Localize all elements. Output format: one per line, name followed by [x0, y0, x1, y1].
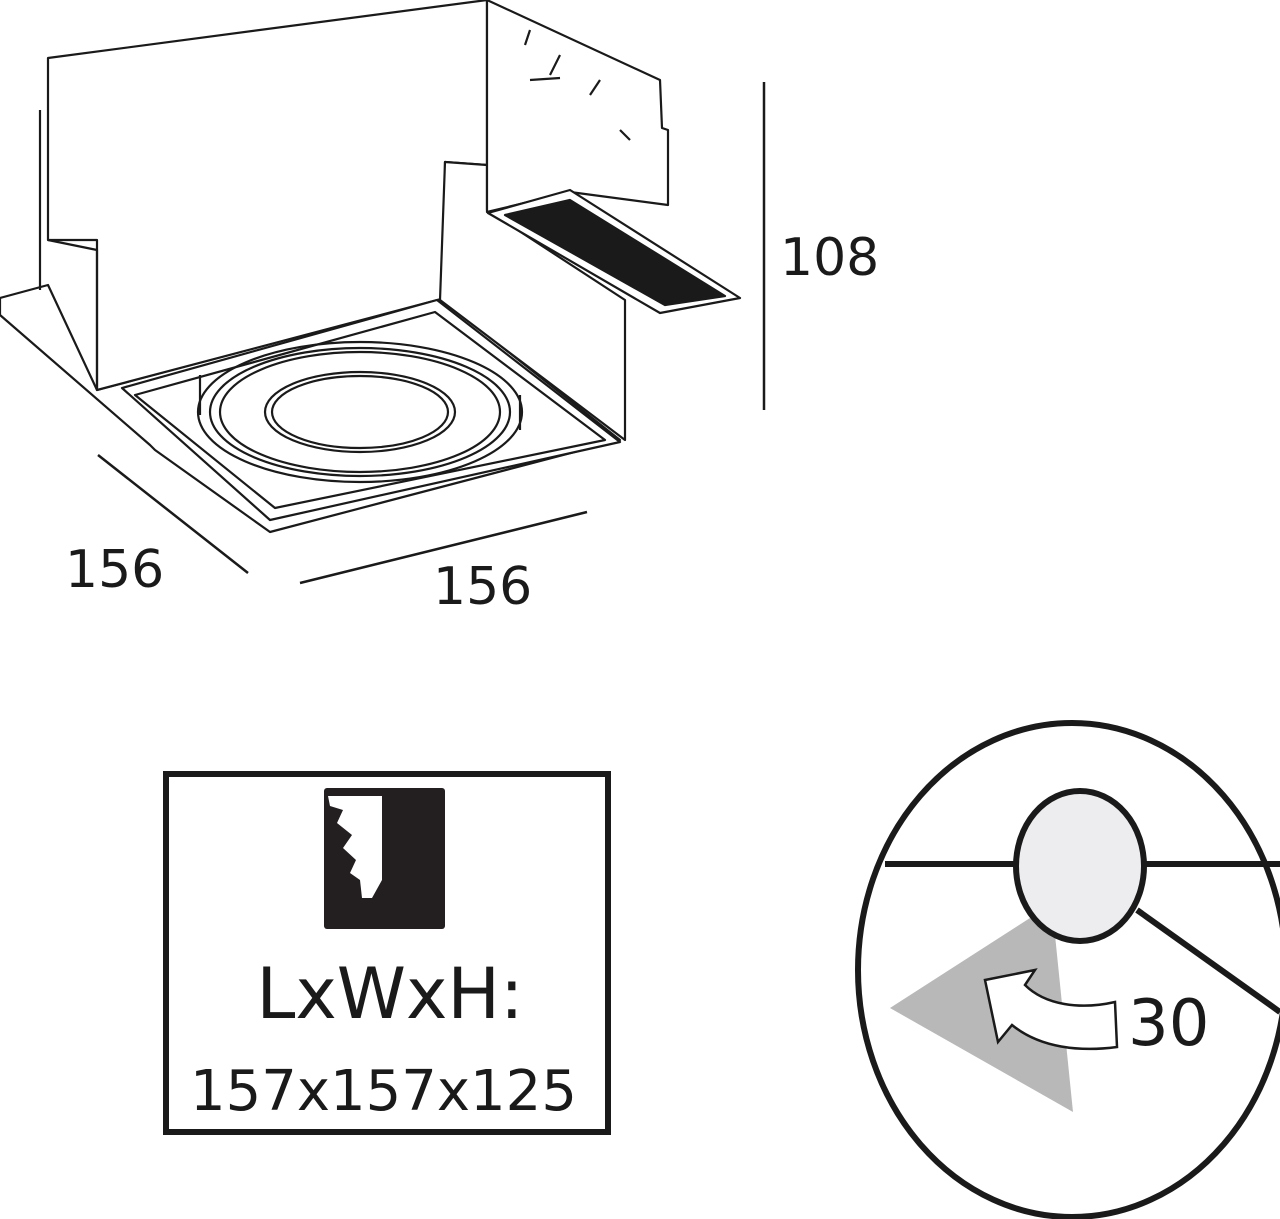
lamp-rings: [196, 340, 524, 484]
lamp-head: [1013, 788, 1147, 944]
rotation-arrow: [983, 968, 1119, 1051]
spec-box: LxWxH: 157x157x125: [163, 771, 611, 1135]
fixture-isometric-drawing: [0, 0, 742, 534]
inner-frame: [120, 298, 622, 522]
dimensions-label: LxWxH:: [256, 953, 523, 1035]
depth-dimension: 156: [65, 540, 164, 600]
width-dimension-line: [299, 510, 588, 585]
depth-dimension-line: [97, 454, 249, 574]
driver-box: [485, 0, 670, 214]
tilt-rotation-icon: 30: [855, 720, 1280, 1219]
height-dimension: 108: [780, 228, 879, 288]
width-dimension: 156: [433, 557, 532, 617]
dimensions-value: 157x157x125: [190, 1059, 577, 1124]
tilt-angle: 30: [1128, 987, 1209, 1061]
light-beam: [890, 918, 1073, 1112]
cutout-install-icon: [324, 788, 445, 929]
